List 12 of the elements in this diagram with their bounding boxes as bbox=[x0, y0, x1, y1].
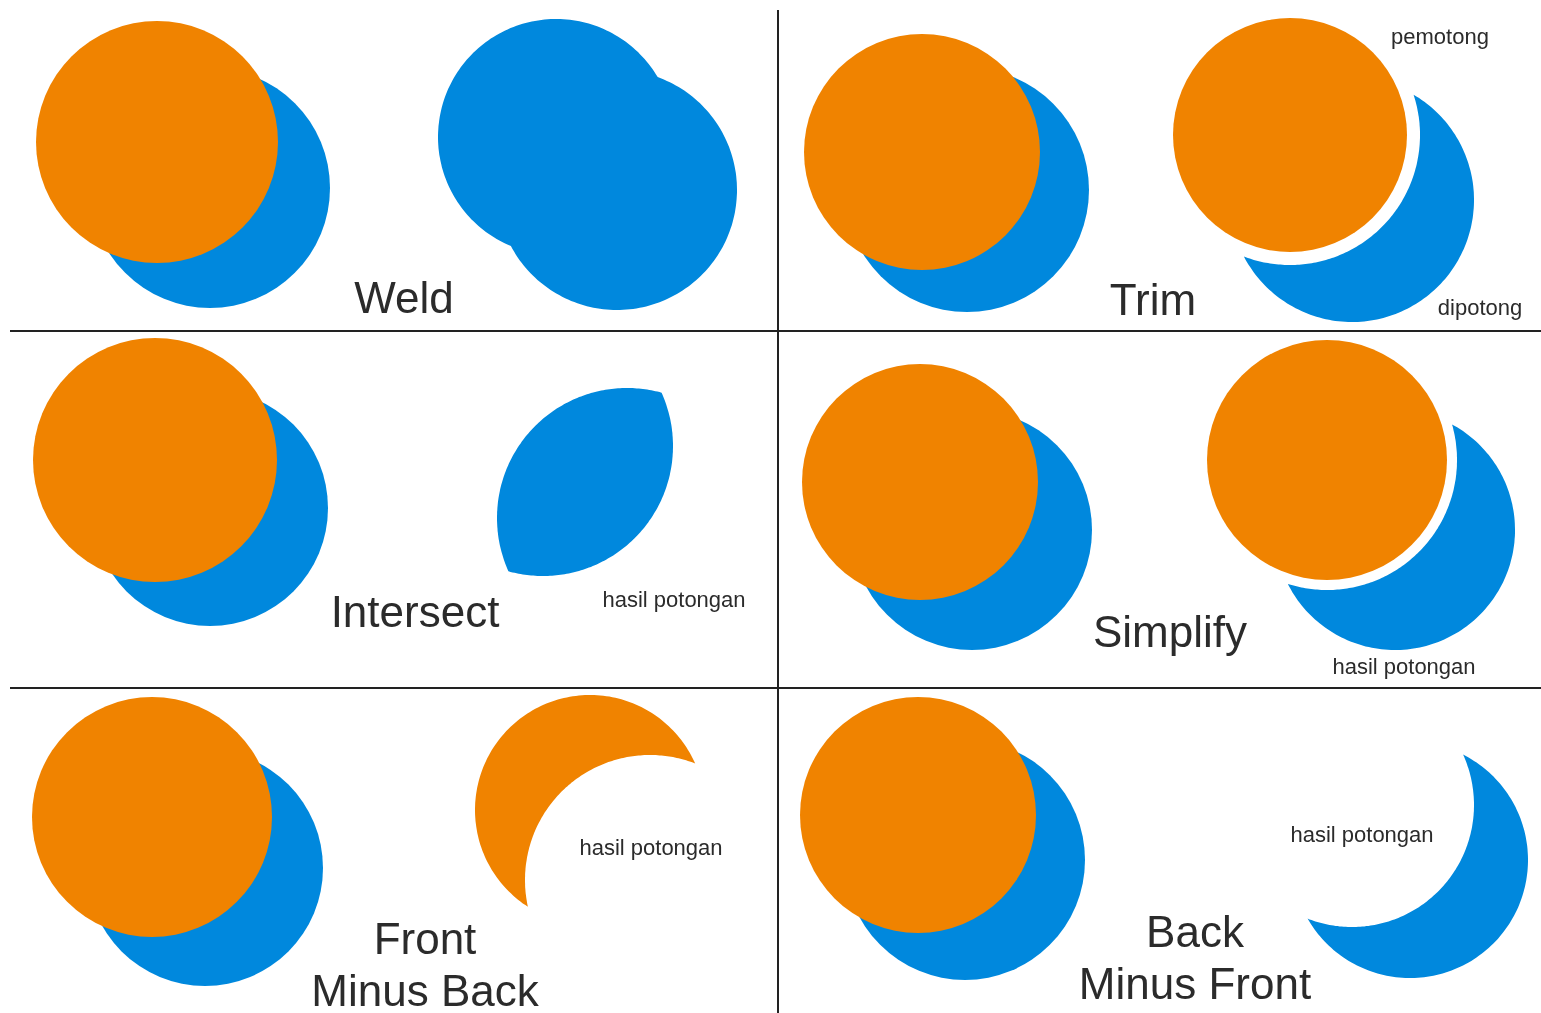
operation-title: Simplify bbox=[1093, 606, 1247, 658]
shape-label: hasil potongan bbox=[1332, 654, 1476, 680]
shape-label: hasil potongan bbox=[602, 587, 746, 613]
shape-label: hasil potongan bbox=[1290, 822, 1434, 848]
operation-title: Intersect bbox=[330, 586, 500, 638]
operation-title: Back Minus Front bbox=[1078, 906, 1312, 1010]
operation-title: Weld bbox=[354, 272, 454, 324]
operation-title: Front Minus Back bbox=[311, 913, 539, 1013]
operation-title: Trim bbox=[1109, 274, 1197, 326]
shape-label: dipotong bbox=[1437, 295, 1523, 321]
shape-label: pemotong bbox=[1391, 24, 1489, 50]
shape-label: hasil potongan bbox=[579, 835, 723, 861]
